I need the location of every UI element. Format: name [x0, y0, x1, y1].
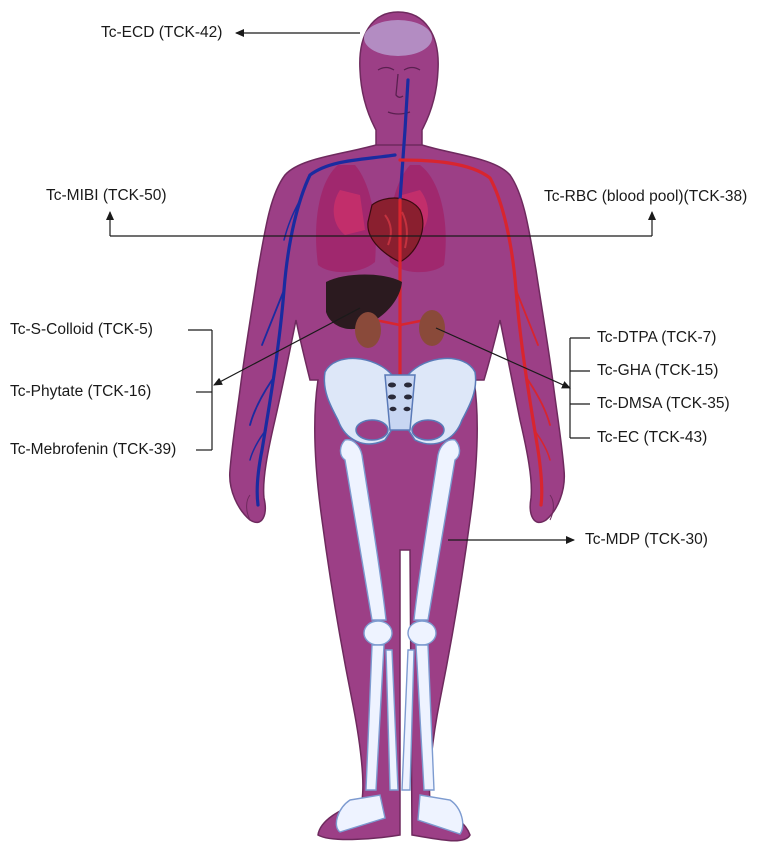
- label-mibi: Tc-MIBI (TCK-50): [46, 187, 167, 205]
- label-mebrofenin: Tc-Mebrofenin (TCK-39): [10, 441, 176, 459]
- label-phytate: Tc-Phytate (TCK-16): [10, 383, 151, 401]
- label-dmsa: Tc-DMSA (TCK-35): [597, 395, 730, 413]
- label-s-colloid: Tc-S-Colloid (TCK-5): [10, 321, 153, 339]
- brain-region: [364, 20, 432, 56]
- label-mdp: Tc-MDP (TCK-30): [585, 531, 708, 549]
- kidney-left: [355, 312, 381, 348]
- kidney-right: [419, 310, 445, 346]
- label-dtpa: Tc-DTPA (TCK-7): [597, 329, 716, 347]
- label-ec: Tc-EC (TCK-43): [597, 429, 707, 447]
- label-gha: Tc-GHA (TCK-15): [597, 362, 718, 380]
- label-rbc: Tc-RBC (blood pool)(TCK-38): [544, 188, 747, 206]
- label-ecd: Tc-ECD (TCK-42): [101, 24, 222, 42]
